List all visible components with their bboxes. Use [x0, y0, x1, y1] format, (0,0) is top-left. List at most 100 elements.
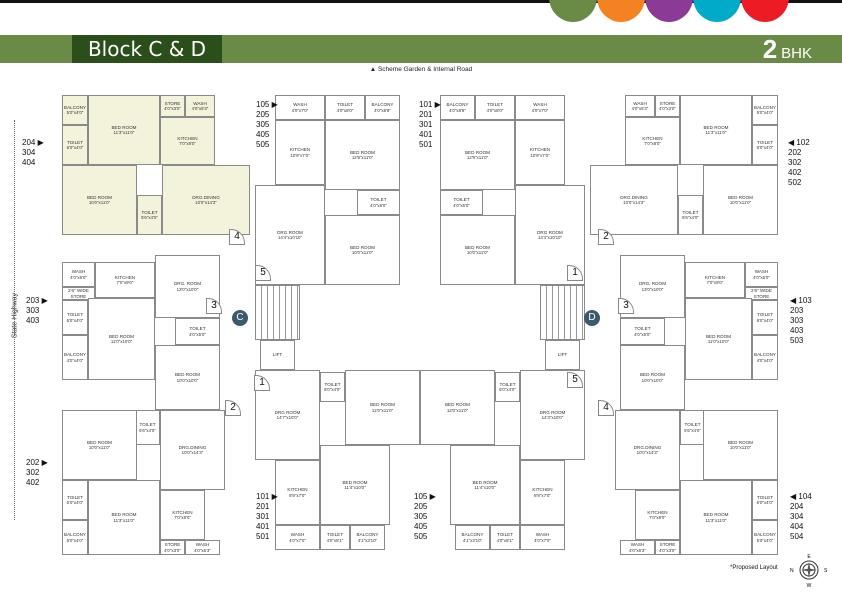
room-name: Toilet: [487, 102, 503, 108]
room-name: Toilet: [324, 381, 341, 387]
highway-line: [14, 120, 15, 520]
room-toilet: Toilet4'0"x8'0": [475, 95, 515, 120]
room-size: 5'6"x4'0": [139, 427, 156, 433]
room-size: 6'0"x4'0": [499, 387, 516, 393]
room-size: 4'0"x7'0": [289, 537, 306, 543]
room-balcony: Balcony4'0"x4'0": [62, 335, 88, 380]
compass-e: E: [807, 554, 811, 560]
room-name: 2'6" Wide Store: [751, 288, 772, 299]
room-toilet: Toilet4'0"x6'0": [440, 190, 483, 215]
room-size: 4'0"x3'0": [164, 106, 181, 112]
room-name: Bed Room: [703, 512, 729, 518]
room-name: Drg Room: [277, 229, 303, 235]
room-name: 2'6" Wide Store: [68, 288, 89, 299]
room-name: Balcony: [461, 532, 484, 538]
room-name: Wash: [535, 532, 550, 538]
room-name: Balcony: [754, 104, 776, 110]
room-name: Bed Room: [705, 333, 731, 339]
room-size: 7'0"x9'0": [706, 280, 724, 286]
room-balcony: Balcony5'0"x4'0": [62, 95, 88, 125]
room-bed-room: Bed Room11'4"x10'0": [320, 445, 390, 525]
flat-number: 503: [790, 336, 804, 345]
room-name: Toilet: [757, 494, 773, 500]
entrance-number: 3: [206, 298, 222, 314]
road-label: ▲ Scheme Garden & Internal Road: [369, 66, 473, 73]
room-kitchen: Kitchen8'9"x7'0": [520, 460, 565, 525]
room-kitchen: Kitchen7'0"x8'0": [160, 490, 205, 540]
room-wash: Wash4'0"x7'0": [275, 525, 320, 550]
room-size: 12'9"x11'0": [351, 155, 374, 161]
entrance-number: 4: [598, 400, 614, 416]
room-size: 10'0"x11'0": [466, 250, 489, 256]
room-name: Drg.Dining: [178, 444, 207, 450]
flat-number: 201: [256, 502, 270, 511]
room-size: 10'0"x11'0": [729, 445, 752, 451]
room-size: 4'0"x6'0": [370, 202, 387, 208]
room-toilet: Toilet6'0"x4'0": [62, 125, 88, 165]
room-name: Drg.Dining: [633, 444, 662, 450]
room-name: Toilet: [634, 326, 651, 332]
room-toilet: Toilet6'0"x4'0": [495, 372, 520, 402]
room-size: 10'9"x7'0": [290, 152, 310, 158]
flat-number: 302: [26, 468, 40, 477]
room-size: 14'7"x10'0": [276, 415, 299, 421]
room-bed-room: Bed Room11'3"x11'0": [680, 95, 752, 165]
room-name: Drg.Dining: [192, 194, 220, 200]
room-name: Bed Room: [342, 479, 368, 485]
flat-number: 505: [256, 140, 270, 149]
flat-number: 304: [790, 512, 804, 521]
room-size: 5'0"x4'0": [66, 110, 84, 116]
room-size: 6'0"x4'0": [324, 387, 341, 393]
room-name: Bed Room: [727, 194, 753, 200]
room-size: 12'0"x11'0": [446, 407, 469, 413]
room-bed-room: Bed Room10'0"x10'0": [620, 345, 685, 410]
room-size: 11'3"x11'0": [113, 130, 135, 136]
room-toilet: Toilet5'6"x4'0": [678, 195, 703, 235]
room-store: Store4'0"x3'0": [655, 540, 680, 555]
room-size: 4'0"x3'0": [659, 547, 676, 553]
room-bed-room: Bed Room10'0"x11'0": [62, 410, 137, 480]
compass-n: N: [790, 568, 794, 574]
room-kitchen: Kitchen8'9"x7'0": [275, 460, 320, 525]
room-bed-room: Bed Room10'0"x10'0": [155, 345, 220, 410]
room-drg-dining: Drg.Dining10'0"x14'3": [162, 165, 250, 235]
room-size: 11'0"x10'0": [707, 339, 730, 345]
room-name: Bed Room: [111, 512, 137, 518]
room-toilet: Toilet6'0"x4'0": [752, 480, 778, 520]
room-name: Store: [164, 542, 181, 548]
compass-w: W: [807, 583, 812, 589]
room-size: 4'0"x8'1": [496, 537, 514, 543]
room-name: Bed Room: [639, 372, 665, 378]
proposed-layout-note: *Proposed Layout: [730, 565, 778, 571]
flat-number: 403: [26, 316, 40, 325]
room-bed-room: Bed Room11'3"x11'0": [680, 480, 752, 555]
room-toilet: Toilet4'0"x5'0": [620, 318, 665, 345]
flat-number: 203 ▶: [26, 296, 48, 305]
room-wash: Wash4'0"x7'0": [520, 525, 565, 550]
room-bed-room: Bed Room11'4"x10'0": [450, 445, 520, 525]
room-toilet: Toilet5'6"x4'0": [680, 410, 705, 445]
brand-dot-cyan: [693, 0, 741, 22]
room-size: 10'0"x14'3": [195, 200, 217, 206]
entrance-number: 2: [225, 400, 241, 416]
compass-s: S: [824, 568, 828, 574]
flat-number: 101 ▶: [419, 100, 441, 109]
room-size: 11'4"x10'0": [344, 485, 366, 491]
room-name: Bed Room: [86, 439, 112, 445]
room-size: 4'0"x6'3": [191, 106, 209, 112]
flat-number: 402: [26, 478, 40, 487]
room-wash: Wash4'0"x6'3": [625, 95, 655, 117]
flat-number: 505: [414, 532, 428, 541]
room-balcony: Balcony5'0"x4'0": [62, 520, 88, 555]
room-name: Bed Room: [108, 333, 134, 339]
flat-number: 401: [256, 522, 270, 531]
room-toilet: Toilet6'0"x4'0": [320, 372, 345, 402]
room-balcony: Balcony4'0"x8'8": [365, 95, 400, 120]
room-size: 6'0"x4'0": [66, 317, 84, 323]
room-size: 4'0"x6'3": [194, 547, 211, 553]
room-name: Bed Room: [349, 244, 375, 250]
